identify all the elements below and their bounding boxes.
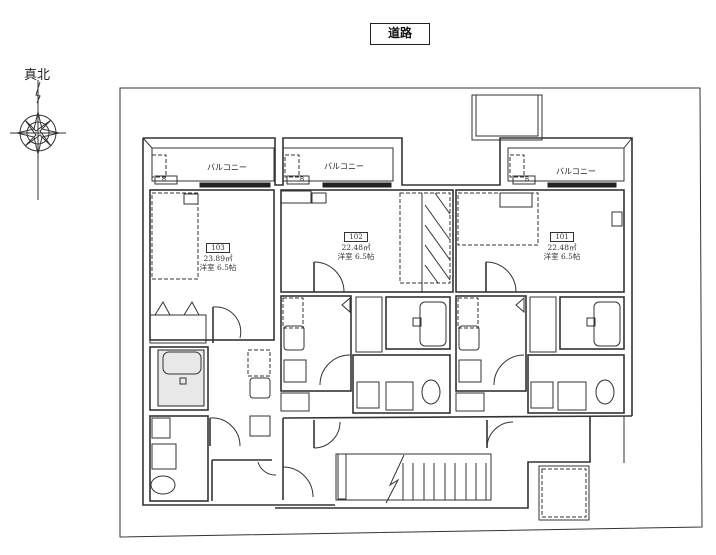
unit-room-type: 洋室 6.5帖 [199,263,237,272]
unit-area: 23.89㎡ [203,254,233,263]
true-north-label: 真北 [24,68,51,83]
balcony-label-102: バルコニー [324,162,364,171]
unit-103-info: 103 23.89㎡ 洋室 6.5帖 [192,243,244,272]
small-label-b102: B [300,176,305,183]
compass-icon [10,80,66,200]
parking-box [471,94,543,141]
road-label: 道路 [370,23,430,45]
site-boundary [119,87,703,538]
unit-number: 102 [344,232,368,242]
unit-101-info: 101 22.48㎡ 洋室 6.5帖 [536,232,588,261]
small-label-b101: B [525,176,530,183]
unit-102-info: 102 22.48㎡ 洋室 6.5帖 [330,232,382,261]
balcony-label-101: バルコニー [556,167,596,176]
small-label-b103: B [162,176,167,183]
unit-area: 22.48㎡ [341,243,371,252]
unit-room-type: 洋室 6.5帖 [337,252,375,261]
unit-number: 103 [206,243,230,253]
unit-room-type: 洋室 6.5帖 [543,252,581,261]
balcony-label-103: バルコニー [207,163,247,172]
unit-area: 22.48㎡ [547,243,577,252]
unit-number: 101 [550,232,574,242]
